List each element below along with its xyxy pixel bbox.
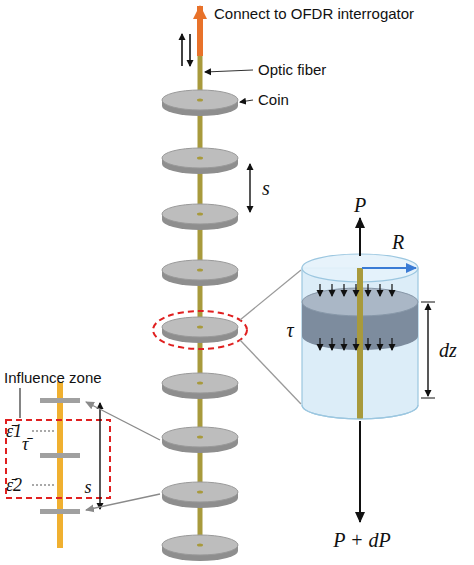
force-arrow bbox=[359, 421, 361, 522]
zoom-line bbox=[240, 270, 301, 320]
coin bbox=[162, 427, 238, 453]
radius-arrow bbox=[362, 267, 416, 269]
dimension-arrow bbox=[249, 164, 250, 212]
coin bbox=[162, 482, 238, 508]
coin-stack bbox=[162, 90, 238, 561]
stress-symbol: τ̄ bbox=[22, 435, 28, 454]
motion-arrow bbox=[181, 34, 183, 66]
coin bbox=[162, 317, 238, 343]
part-label: Optic fiber bbox=[258, 62, 326, 78]
zoom-line bbox=[240, 340, 301, 404]
shear-arrows bbox=[320, 284, 392, 350]
coin bbox=[162, 204, 238, 230]
region-label: Influence zone bbox=[4, 370, 102, 386]
coin bbox=[162, 373, 238, 399]
part-label: Coin bbox=[258, 92, 289, 108]
title-label: Connect to OFDR interrogator bbox=[214, 6, 414, 22]
dimension-arrow bbox=[427, 304, 428, 396]
zoom-arrow bbox=[86, 494, 160, 510]
coin bbox=[162, 260, 238, 286]
zoom-arrow bbox=[86, 402, 160, 440]
highlight-ellipse bbox=[153, 311, 247, 349]
coin bbox=[162, 90, 238, 116]
element-cylinder bbox=[302, 254, 418, 419]
motion-arrow bbox=[189, 34, 191, 66]
stress-symbol: τ bbox=[286, 320, 293, 341]
leader-line bbox=[205, 70, 253, 72]
force-symbol: P bbox=[354, 195, 366, 216]
radius-symbol: R bbox=[392, 232, 404, 253]
dimension-label: s bbox=[262, 178, 270, 199]
leader-line bbox=[240, 100, 253, 102]
strain-symbol: ε̄2 bbox=[6, 476, 22, 495]
dimension-label: s bbox=[84, 478, 91, 497]
coin bbox=[162, 148, 238, 174]
coin bbox=[162, 535, 238, 561]
strain-symbol: ε̄1 bbox=[6, 422, 22, 441]
dimension-label: dz bbox=[439, 340, 457, 361]
force-symbol: P + dP bbox=[333, 530, 391, 551]
force-arrow bbox=[359, 218, 361, 256]
interrogator-lead bbox=[197, 6, 203, 56]
